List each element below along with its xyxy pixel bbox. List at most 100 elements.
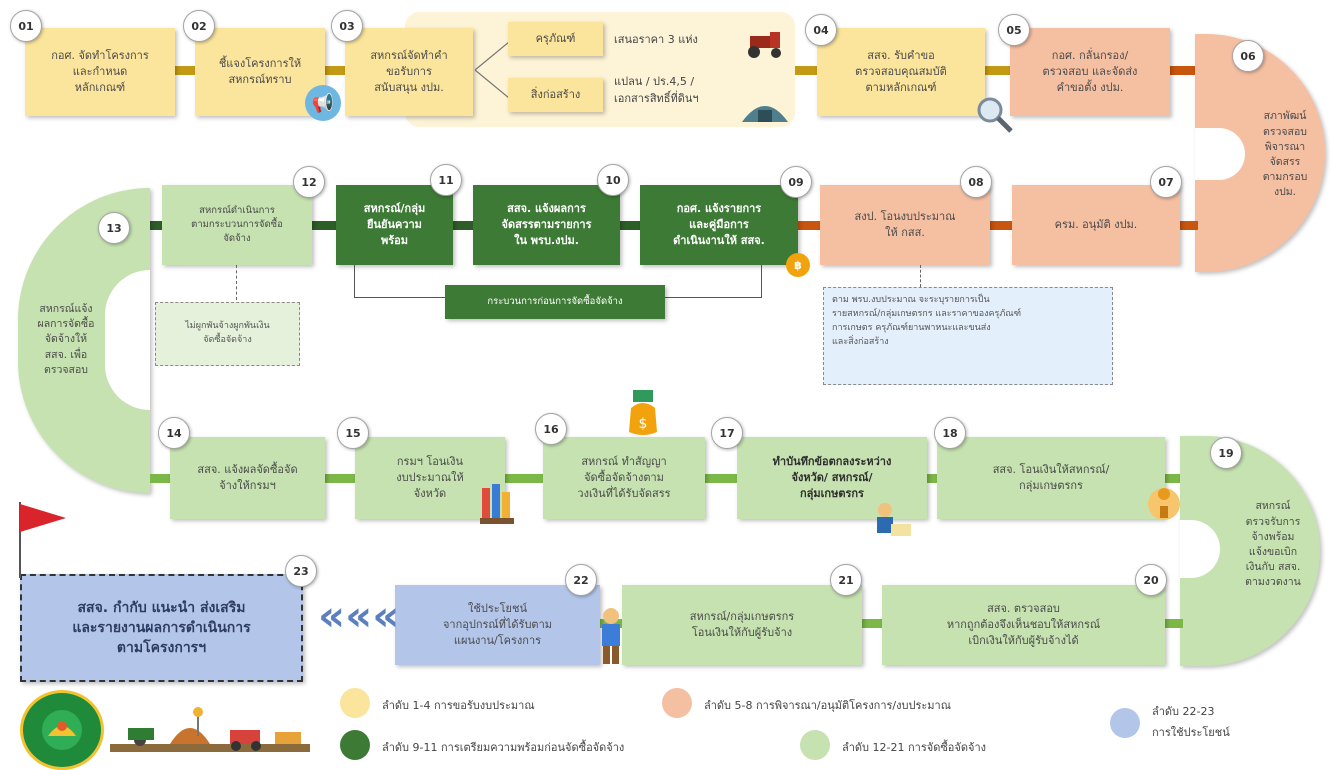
- svg-text:$: $: [639, 416, 648, 432]
- step-13-text: สหกรณ์แจ้ง ผลการจัดซื้อ จัดจ้างให้ สสจ. …: [37, 302, 95, 376]
- step-22-box: ใช้ประโยชน์ จากอุปกรณ์ที่ได้รับตาม แผนงา…: [395, 585, 600, 665]
- connector-16-17: [705, 474, 737, 483]
- step-08-link: [920, 265, 921, 287]
- step-09-box: กอศ. แจ้งรายการ และคู่มือการ ดำเนินงานให…: [640, 185, 798, 265]
- money-tree-icon: [1142, 480, 1186, 524]
- tools-icon: [478, 478, 518, 526]
- step-03a-box: ครุภัณฑ์: [508, 22, 603, 56]
- step-03b-box: สิ่งก่อสร้าง: [508, 78, 603, 112]
- step-16-number: 16: [535, 413, 567, 445]
- storage-building-icon: [740, 92, 790, 124]
- legend-5-label: ลำดับ 12-21 การจัดซื้อจัดจ้าง: [842, 741, 986, 754]
- connector-13-12: [150, 221, 162, 230]
- connector-08-07: [990, 221, 1012, 230]
- seal-logo-icon: [20, 690, 104, 770]
- legend-4-label: ลำดับ 9-11 การเตรียมความพร้อมก่อนจัดซื้อ…: [382, 741, 625, 754]
- connector-14-15: [325, 474, 355, 483]
- step-01-box: กอศ. จัดทำโครงการ และกำหนด หลักเกณฑ์: [25, 28, 175, 116]
- connector-13-14: [150, 474, 170, 483]
- step-06-text: สภาพัฒน์ ตรวจสอบ พิจารณา จัดสรร ตามกรอบ …: [1262, 110, 1308, 199]
- step-12-number: 12: [293, 166, 325, 198]
- step-04-number: 04: [805, 14, 837, 46]
- tractor-icon: [742, 30, 790, 60]
- step-12-link: [236, 265, 237, 300]
- step-11-number: 11: [430, 164, 462, 196]
- step-23-number: 23: [285, 555, 317, 587]
- step-12-note: ไม่ผูกพันจ้างผูกพันเงิน จัดซื้อจัดจ้าง: [155, 302, 300, 366]
- step-23-box: สสจ. กำกับ แนะนำ ส่งเสริม และรายงานผลการ…: [20, 574, 303, 682]
- step-03b-note: แปลน / ปร.4,5 / เอกสารสิทธิ์ที่ดินฯ: [614, 75, 699, 105]
- step-21-number: 21: [830, 564, 862, 596]
- step-03-number: 03: [331, 10, 363, 42]
- pre-procurement-label: กระบวนการก่อนการจัดซื้อจัดจ้าง: [445, 285, 665, 319]
- connector-17-18: [927, 474, 937, 483]
- step-19-text: สหกรณ์ ตรวจรับการ จ้างพร้อม แจ้งขอเบิก เ…: [1245, 500, 1301, 589]
- step-03-box: สหกรณ์จัดทำคำ ขอรับการ สนับสนุน งปม.: [345, 28, 473, 116]
- connector-07-06: [1180, 221, 1198, 230]
- step-14-box: สสจ. แจ้งผลจัดซื้อจัด จ้างให้กรมฯ: [170, 437, 325, 519]
- legend-1-label: ลำดับ 1-4 การขอรับงบประมาณ: [382, 699, 535, 712]
- legend-2-swatch: [662, 688, 692, 718]
- connector-21-20: [862, 619, 882, 628]
- connector-02-03: [325, 66, 347, 75]
- connector-15-16: [505, 474, 543, 483]
- chevron-left-arrows-icon: «««: [318, 591, 400, 640]
- step-18-box: สสจ. โอนเงินให้สหกรณ์/ กลุ่มเกษตรกร: [937, 437, 1165, 519]
- step-02-number: 02: [183, 10, 215, 42]
- step-05-number: 05: [998, 14, 1030, 46]
- legend-4-swatch: [340, 730, 370, 760]
- step-14-number: 14: [158, 417, 190, 449]
- step-20-box: สสจ. ตรวจสอบ หากถูกต้องจึงเห็นชอบให้สหกร…: [882, 585, 1165, 665]
- legend-3-swatch: [1110, 708, 1140, 738]
- connector-09-08: [798, 221, 820, 230]
- money-bag-icon: $: [625, 388, 661, 438]
- step-22-number: 22: [565, 564, 597, 596]
- flag-icon: [14, 500, 74, 580]
- money-badge-icon: ฿: [786, 253, 810, 277]
- magnifier-icon: [975, 95, 1015, 135]
- step-18-number: 18: [934, 417, 966, 449]
- step-07-number: 07: [1150, 166, 1182, 198]
- farm-scene-icon: [110, 706, 310, 758]
- step-17-box: ทำบันทึกข้อตกลงระหว่าง จังหวัด/ สหกรณ์/ …: [737, 437, 927, 519]
- step-21-box: สหกรณ์/กลุ่มเกษตรกร โอนเงินให้กับผู้รับจ…: [622, 585, 862, 665]
- step-10-box: สสจ. แจ้งผลการ จัดสรรตามรายการ ใน พรบ.งป…: [473, 185, 620, 265]
- step-02-box: ชี้แจงโครงการให้ สหกรณ์ทราบ: [195, 28, 325, 116]
- step-05-box: กอศ. กลั่นกรอง/ ตรวจสอบ และจัดส่ง คำขอตั…: [1010, 28, 1170, 116]
- step-03-branch-lines: [474, 41, 510, 99]
- connector-10-09: [620, 221, 640, 230]
- step-09-number: 09: [780, 166, 812, 198]
- step-03a-note: เสนอราคา 3 แห่ง: [614, 33, 698, 46]
- step-08-note: ตาม พรบ.งบประมาณ จะระบุรายการเป็น รายสหก…: [823, 287, 1113, 385]
- farmer-thumbs-up-icon: [593, 606, 629, 666]
- step-07-box: ครม. อนุมัติ งปม.: [1012, 185, 1180, 265]
- step-13-arc-inner: [105, 270, 150, 410]
- connector-03-04: [795, 66, 817, 75]
- megaphone-icon: 📢: [305, 85, 341, 121]
- connector-11-10: [453, 221, 473, 230]
- legend-5-swatch: [800, 730, 830, 760]
- step-15-box: กรมฯ โอนเงิน งบประมาณให้ จังหวัด: [355, 437, 505, 519]
- step-11-box: สหกรณ์/กลุ่ม ยืนยันความ พร้อม: [336, 185, 453, 265]
- connector-04-05: [985, 66, 1010, 75]
- step-19-number: 19: [1210, 437, 1242, 469]
- legend-1-swatch: [340, 688, 370, 718]
- connector-12-11: [312, 221, 336, 230]
- step-17-number: 17: [711, 417, 743, 449]
- step-10-number: 10: [597, 164, 629, 196]
- legend-2-label: ลำดับ 5-8 การพิจารณา/อนุมัติโครงการ/งบปร…: [704, 699, 951, 712]
- step-20-number: 20: [1135, 564, 1167, 596]
- step-13-number: 13: [98, 212, 130, 244]
- step-04-box: สสจ. รับคำขอ ตรวจสอบคุณสมบัติ ตามหลักเกณ…: [817, 28, 985, 116]
- connector-20-19: [1165, 619, 1183, 628]
- step-01-number: 01: [10, 10, 42, 42]
- step-06-arc-inner: [1195, 128, 1245, 180]
- connector-18-19: [1165, 474, 1180, 483]
- connector-01-02: [175, 66, 197, 75]
- step-12-box: สหกรณ์ดำเนินการ ตามกระบวนการจัดซื้อ จัดจ…: [162, 185, 312, 265]
- step-06-number: 06: [1232, 40, 1264, 72]
- legend-3-label: ลำดับ 22-23 การใช้ประโยชน์: [1152, 705, 1230, 739]
- step-08-box: สงป. โอนงบประมาณ ให้ กสส.: [820, 185, 990, 265]
- connector-05-06: [1170, 66, 1195, 75]
- step-08-number: 08: [960, 166, 992, 198]
